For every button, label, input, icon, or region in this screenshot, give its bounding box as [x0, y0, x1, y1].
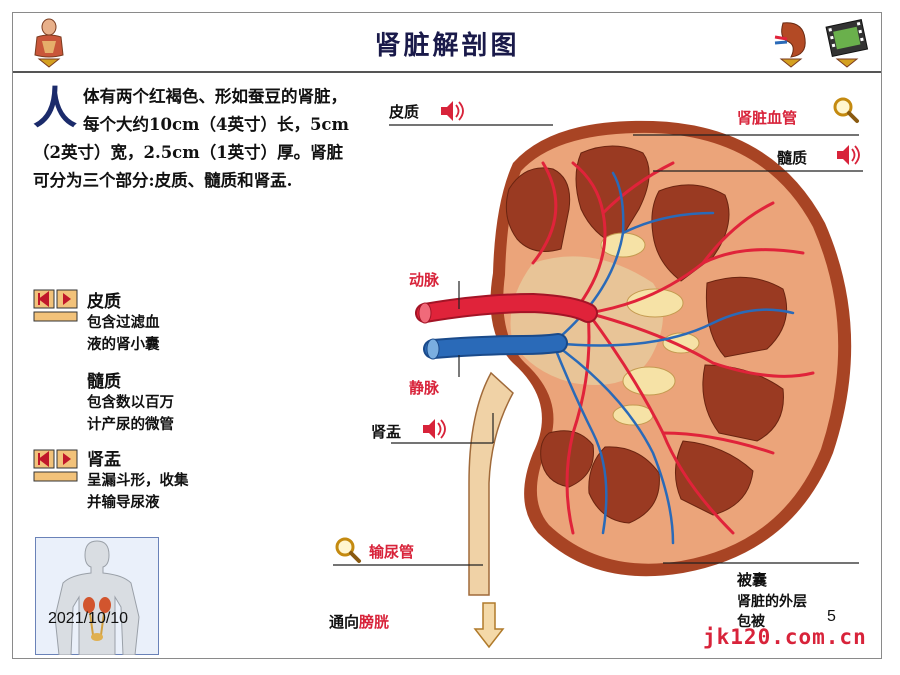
label-capsule-desc-1: 肾脏的外层 [737, 594, 807, 610]
section-cortex: 皮质 包含过滤血 液的肾小囊 [87, 287, 160, 356]
page-number: 5 [827, 608, 836, 625]
label-cortex: 皮质 [389, 103, 420, 121]
section-line: 并输导尿液 [87, 494, 160, 511]
artery-branches [531, 161, 815, 535]
label-vessels: 肾脏血管 [737, 109, 798, 127]
page-title: 肾脏解剖图 [374, 31, 520, 61]
header: 肾脏解剖图 [13, 13, 881, 73]
label-artery: 动脉 [409, 271, 440, 289]
pelvis-nav-buttons[interactable] [33, 449, 81, 483]
label-bladder: 膀胱 [359, 613, 390, 631]
section-line: 液的肾小囊 [87, 336, 160, 353]
intro-text: 体有两个红褐色、形如蚕豆的肾脏，每个大约10cm（4英寸）长，5cm（2英寸）宽… [33, 87, 349, 190]
renal-artery [417, 294, 596, 321]
kidney-icon[interactable] [765, 17, 817, 69]
magnifier-icon-vessels[interactable] [833, 97, 859, 123]
label-capsule-desc-2: 包被 [737, 614, 765, 630]
kidney-diagram [333, 97, 863, 649]
ureter-shape [468, 371, 514, 596]
section-line: 包含数以百万 [87, 394, 174, 411]
drop-cap: 人 [33, 83, 77, 134]
speaker-icon-medulla[interactable] [837, 145, 860, 165]
body-thumbnail[interactable] [35, 537, 159, 655]
section-medulla: 髓质 包含数以百万 计产尿的微管 [87, 367, 174, 436]
section-pelvis: 肾盂 呈漏斗形，收集 并输导尿液 [87, 445, 189, 514]
watermark: jk120.com.cn [703, 625, 867, 649]
section-heading: 皮质 [87, 292, 121, 312]
leader-lines [333, 124, 863, 566]
film-icon[interactable] [821, 17, 873, 69]
human-body-icon[interactable] [23, 17, 75, 69]
label-to-bladder: 通向膀胱 [329, 611, 389, 632]
label-vein: 静脉 [409, 379, 440, 397]
speaker-icon-cortex[interactable] [441, 101, 464, 121]
renal-calyces [600, 232, 700, 426]
speaker-icon-pelvis[interactable] [423, 419, 446, 439]
down-arrow-icon[interactable] [473, 602, 505, 649]
magnifier-icon-ureter[interactable] [335, 537, 361, 563]
cortex-nav-buttons[interactable] [33, 289, 81, 323]
section-line: 包含过滤血 [87, 314, 160, 331]
intro-paragraph: 人 体有两个红褐色、形如蚕豆的肾脏，每个大约10cm（4英寸）长，5cm（2英寸… [33, 83, 353, 195]
label-ureter: 输尿管 [369, 543, 415, 561]
slide-date: 2021/10/10 [48, 610, 129, 627]
medullary-pyramids [505, 145, 788, 524]
section-heading: 肾盂 [87, 450, 121, 470]
section-line: 计产尿的微管 [87, 416, 174, 433]
section-heading: 髓质 [87, 372, 121, 392]
label-pelvis: 肾盂 [371, 423, 402, 441]
slide-frame: 肾脏解剖图 人 体有两个红褐色、形如蚕豆的肾脏，每个大约10cm（4英寸）长，5… [12, 12, 882, 659]
section-line: 呈漏斗形，收集 [87, 472, 189, 489]
label-capsule: 被囊 [737, 571, 768, 589]
renal-vein [425, 335, 566, 357]
label-to-prefix: 通向 [329, 613, 360, 631]
label-medulla: 髓质 [777, 149, 808, 167]
